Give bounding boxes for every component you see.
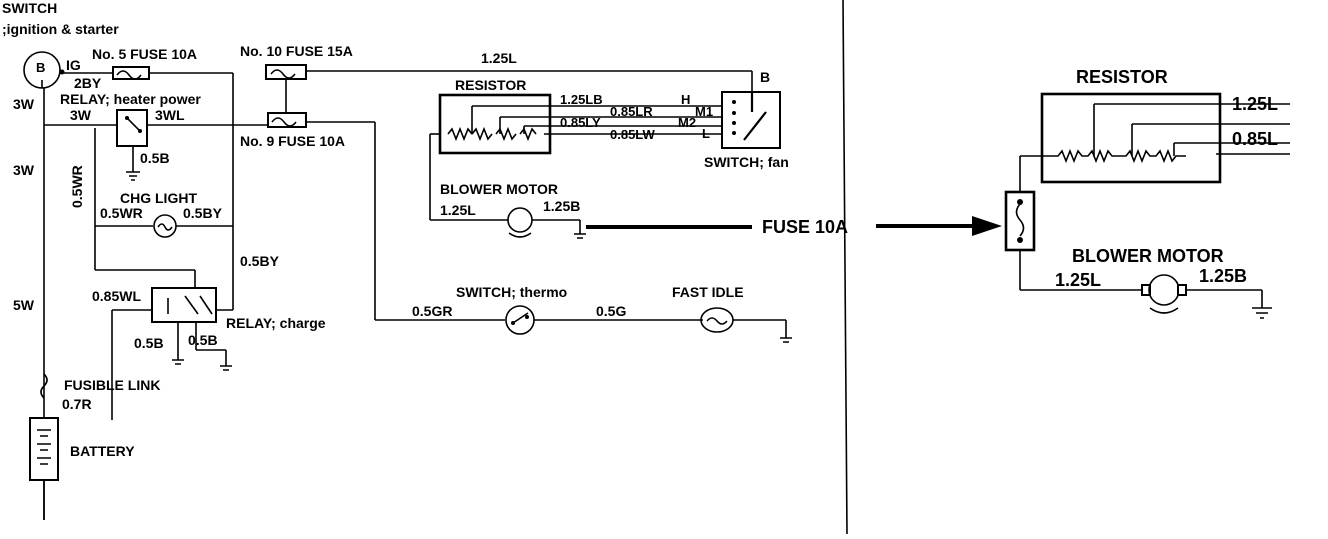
wire-085wl: 0.85WL <box>92 288 141 304</box>
resistor-icon <box>447 126 537 142</box>
switch-icon <box>505 305 535 335</box>
left-panel: SWITCH ;ignition & starter B IG 2BY No. … <box>2 0 792 520</box>
fusible-link-label: FUSIBLE LINK <box>64 377 160 393</box>
wire-085lr: 0.85LR <box>610 104 653 119</box>
wire-05b-b: 0.5B <box>134 335 164 351</box>
center-callout: FUSE 10A <box>586 0 1002 535</box>
right-wire-125l: 1.25L <box>1055 270 1101 290</box>
term-l: L <box>702 126 710 141</box>
wire-5w: 5W <box>13 297 35 313</box>
relay-charge-label: RELAY; charge <box>226 315 326 331</box>
wire-05gr: 0.5GR <box>412 303 452 319</box>
wire-05b-a: 0.5B <box>140 150 170 166</box>
blower-motor-label: BLOWER MOTOR <box>440 181 558 197</box>
fuse9-label: No. 9 FUSE 10A <box>240 133 345 149</box>
fuse-icon <box>267 112 307 128</box>
wire-05wr-vertical: 0.5WR <box>69 165 85 208</box>
wire-3w-b: 3W <box>70 107 92 123</box>
wire-05by-b: 0.5BY <box>240 253 280 269</box>
wire-125b: 1.25B <box>543 198 580 214</box>
ground-icon <box>1252 307 1272 319</box>
term-m1: M1 <box>695 104 713 119</box>
term-b: B <box>36 60 45 75</box>
wire-05g: 0.5G <box>596 303 626 319</box>
switch-fan-label: SWITCH; fan <box>704 154 789 170</box>
term-ig: IG <box>66 57 81 73</box>
right-panel: RESISTOR 1.25L 0.85L BLOWER MOTOR 1.25L … <box>1004 67 1290 319</box>
fuse5-label: No. 5 FUSE 10A <box>92 46 197 62</box>
wire-125lb: 1.25LB <box>560 92 603 107</box>
arrow-icon <box>972 216 1002 236</box>
wire-2by: 2BY <box>74 75 102 91</box>
resistor-label: RESISTOR <box>455 77 526 93</box>
switch-thermo-label: SWITCH; thermo <box>456 284 567 300</box>
fuse-callout-label: FUSE 10A <box>762 217 848 237</box>
fusible-link-icon <box>40 373 48 399</box>
wire-085ly: 0.85LY <box>560 115 601 130</box>
fast-idle-label: FAST IDLE <box>672 284 744 300</box>
ground-icon <box>220 365 232 371</box>
right-wire-085l: 0.85L <box>1232 129 1278 149</box>
resistor-icon <box>1048 148 1186 164</box>
switch-title-1: SWITCH <box>2 0 57 16</box>
motor-icon <box>507 207 533 233</box>
term-h: H <box>681 92 690 107</box>
ground-icon <box>574 233 586 239</box>
wire-07r: 0.7R <box>62 396 92 412</box>
motor-icon <box>1148 274 1180 306</box>
wire-05wr: 0.5WR <box>100 205 143 221</box>
right-wire-125l-top: 1.25L <box>1232 94 1278 114</box>
relay-heater-label: RELAY; heater power <box>60 91 201 107</box>
battery-icon <box>29 417 59 481</box>
right-resistor-box <box>1040 92 1222 184</box>
ground-icon <box>780 337 792 343</box>
term-m2: M2 <box>678 115 696 130</box>
ground-icon <box>126 171 140 181</box>
wire-05b-c: 0.5B <box>188 332 218 348</box>
wire-3w-a: 3W <box>13 96 35 112</box>
battery-label: BATTERY <box>70 443 135 459</box>
wire-05by: 0.5BY <box>183 205 223 221</box>
right-blower-motor-label: BLOWER MOTOR <box>1072 246 1224 266</box>
right-resistor-label: RESISTOR <box>1076 67 1168 87</box>
ground-icon <box>172 359 184 365</box>
term-b2: B <box>760 69 770 85</box>
wire-085lw: 0.85LW <box>610 127 656 142</box>
chg-light-label: CHG LIGHT <box>120 190 197 206</box>
resistor-box <box>438 93 552 155</box>
fuse10-label: No. 10 FUSE 15A <box>240 43 353 59</box>
wire-125l: 1.25L <box>440 202 476 218</box>
relay-icon <box>116 109 148 147</box>
switch-title-2: ;ignition & starter <box>2 21 119 37</box>
wire-125l-top: 1.25L <box>481 50 517 66</box>
wire-3w-c: 3W <box>13 162 35 178</box>
wire-3wl: 3WL <box>155 107 185 123</box>
divider <box>842 0 848 535</box>
right-wire-125b: 1.25B <box>1199 266 1247 286</box>
